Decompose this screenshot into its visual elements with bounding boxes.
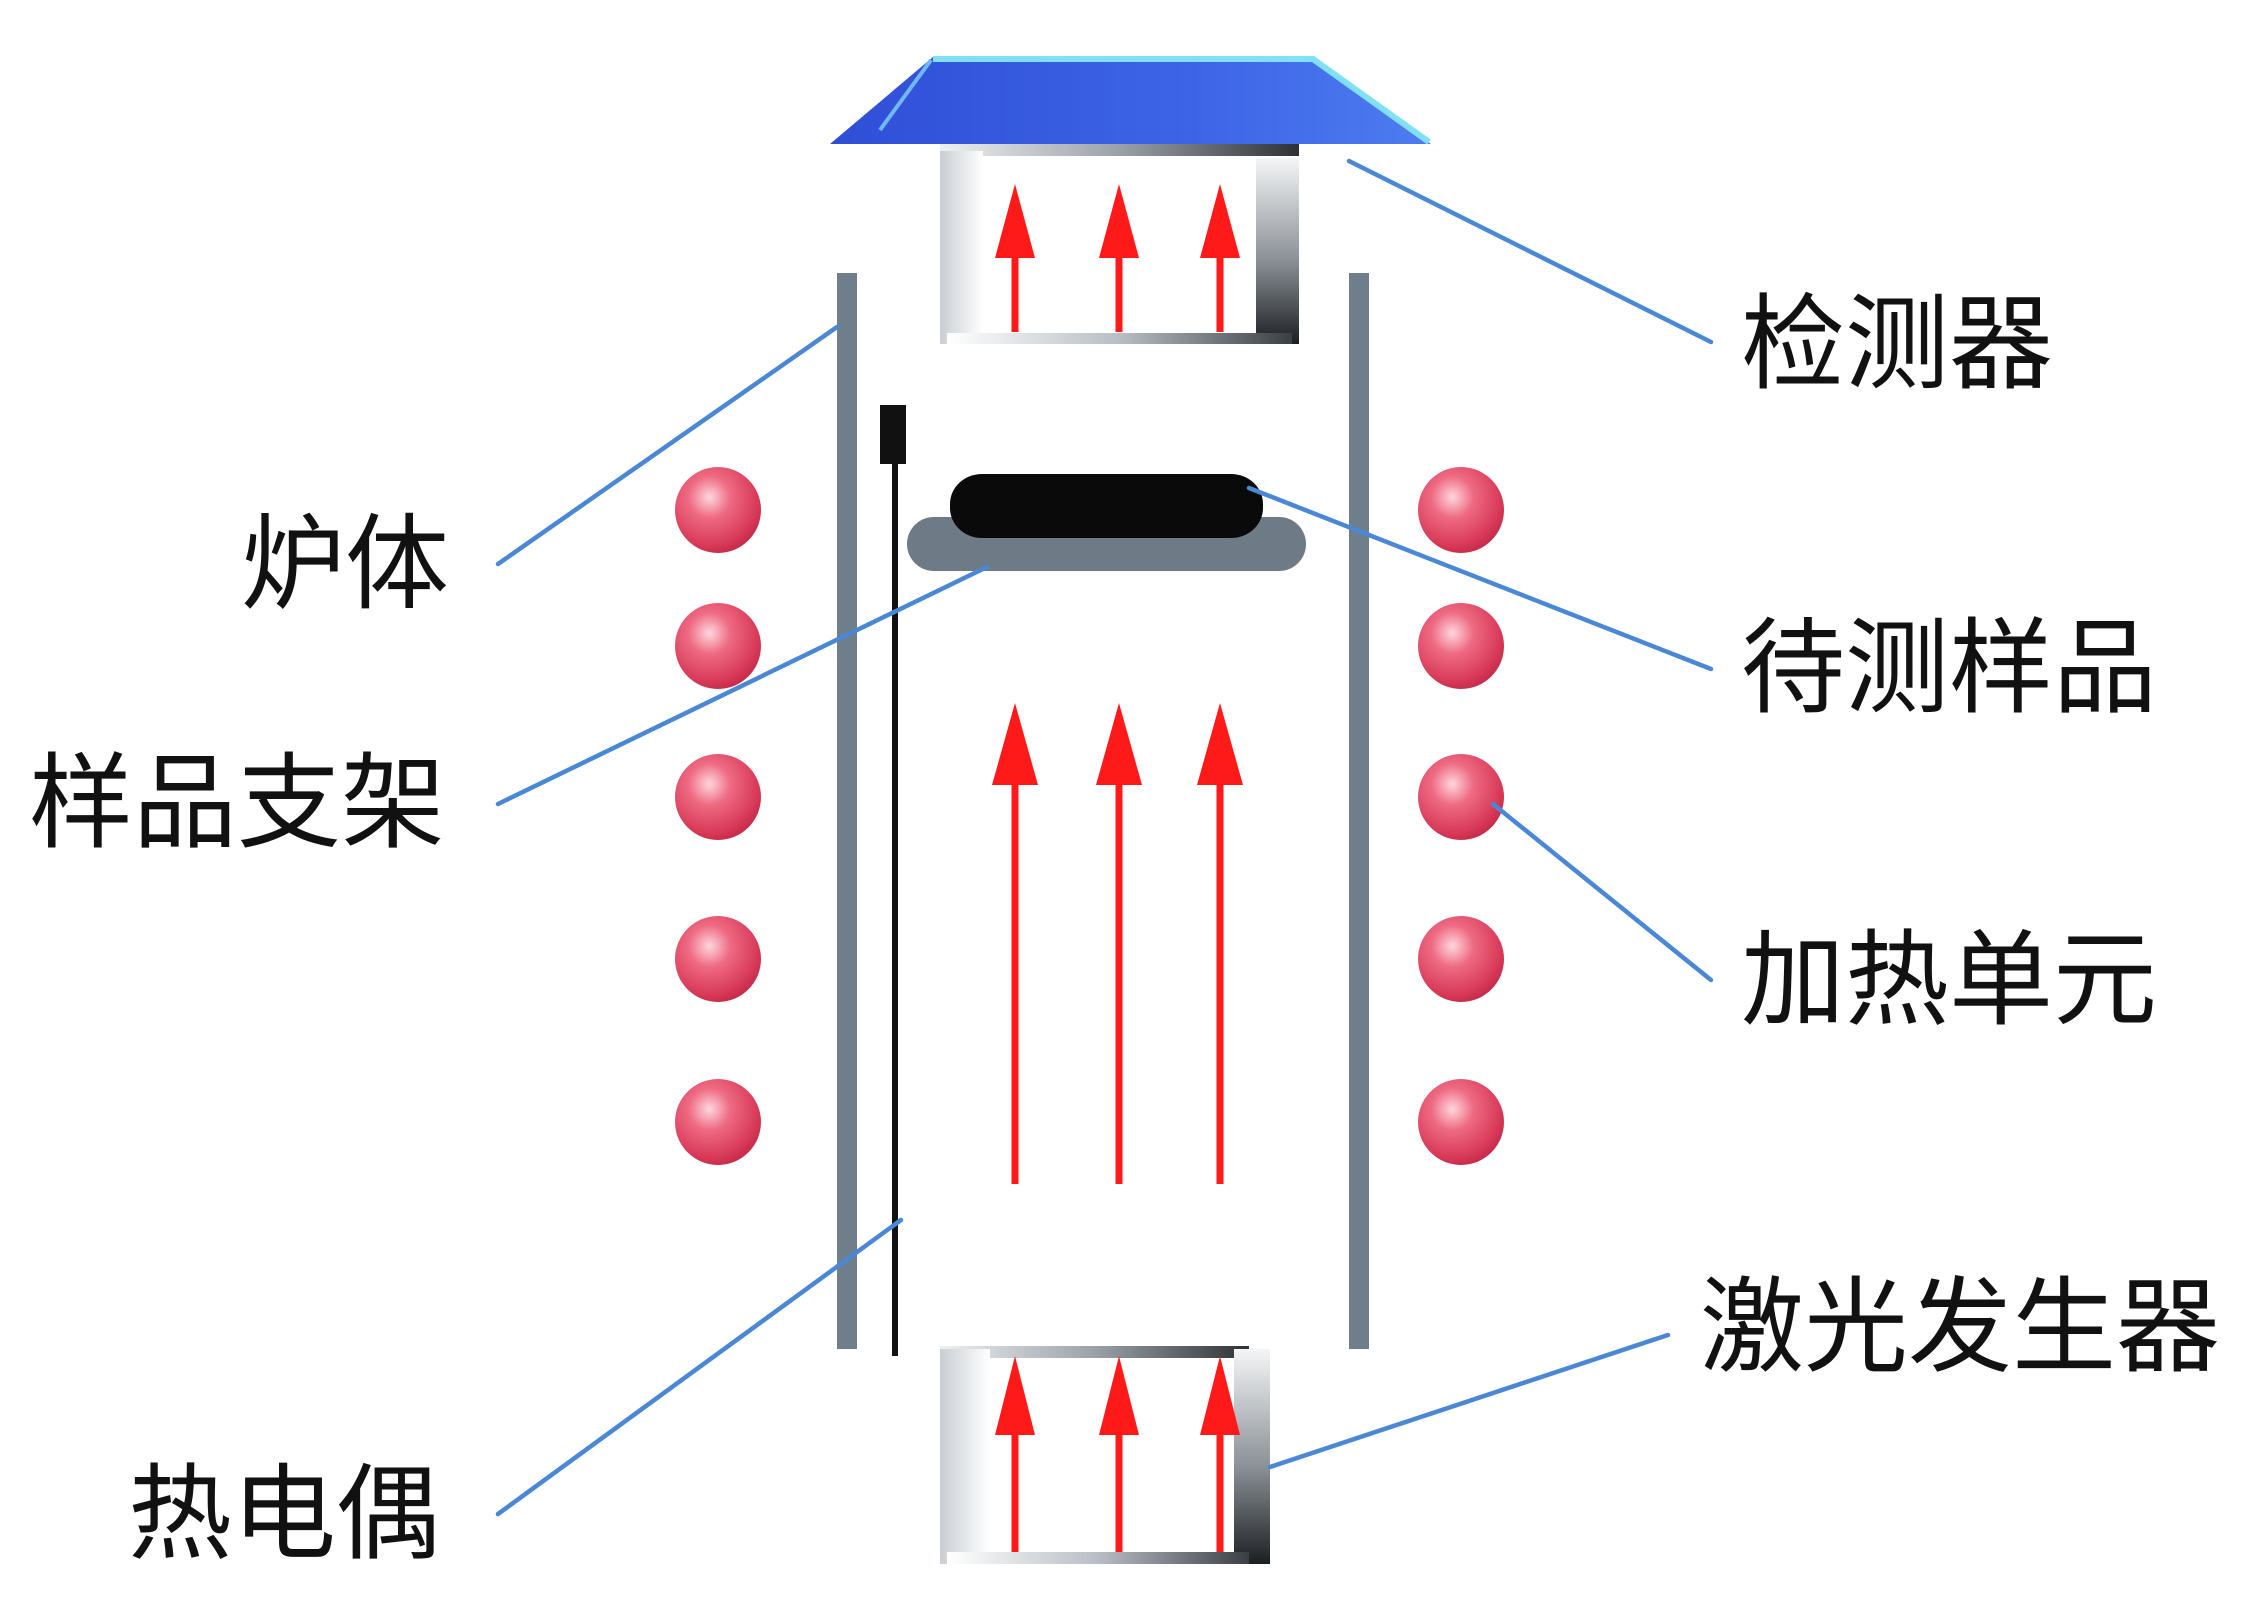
leader-heating-unit	[1490, 801, 1714, 983]
thermocouple-wire	[892, 460, 898, 1356]
heating-unit-left	[675, 467, 761, 1165]
heating-ball	[1418, 603, 1504, 689]
detector	[830, 56, 1431, 344]
heating-ball	[675, 603, 761, 689]
leader-furnace	[495, 324, 840, 567]
detector-plate	[830, 57, 1431, 144]
heating-ball	[1418, 754, 1504, 840]
label-thermocouple: 热电偶	[128, 1453, 440, 1575]
laser-arrow-2	[1099, 1356, 1139, 1552]
beam-arrow-3	[1197, 703, 1243, 1184]
leader-sample	[1246, 485, 1714, 672]
sample	[950, 474, 1263, 538]
heating-ball	[1418, 1079, 1504, 1165]
label-detector: 检测器	[1741, 283, 2053, 405]
detector-left-panel	[940, 151, 983, 344]
thermocouple	[880, 405, 906, 1356]
heating-ball	[675, 1079, 761, 1165]
heating-ball	[675, 754, 761, 840]
label-sample: 待测样品	[1741, 607, 2157, 729]
detector-bottom-bar	[947, 333, 1292, 344]
label-sample-holder: 样品支架	[29, 742, 445, 864]
detector-arrow-2	[1099, 184, 1139, 332]
detector-plate-highlight	[933, 56, 1431, 145]
thermocouple-tip	[880, 405, 906, 464]
laser-top-bar	[940, 1346, 1249, 1358]
leader-thermocouple	[495, 1217, 904, 1517]
laser-arrow-1	[995, 1356, 1035, 1552]
laser-left-panel	[940, 1349, 990, 1564]
leader-detector	[1346, 158, 1714, 345]
label-laser: 激光发生器	[1700, 1266, 2220, 1388]
leader-laser	[1267, 1332, 1671, 1470]
label-furnace: 炉体	[241, 503, 449, 625]
detector-top-bar	[940, 144, 1299, 156]
laser-arrow-3	[1200, 1356, 1240, 1552]
laser-right-panel	[1234, 1349, 1270, 1564]
furnace-wall-left	[837, 273, 857, 1349]
detector-plate-highlight-left	[878, 58, 933, 132]
label-heating-unit: 加热单元	[1741, 919, 2157, 1041]
heating-unit-right	[1418, 467, 1504, 1165]
detector-arrow-1	[995, 184, 1035, 332]
beam-arrow-1	[992, 703, 1038, 1184]
heating-ball	[675, 467, 761, 553]
laser-bottom-bar	[947, 1552, 1249, 1564]
detector-arrow-3	[1200, 184, 1240, 332]
beam-arrow-2	[1096, 703, 1142, 1184]
heating-ball	[1418, 916, 1504, 1002]
heating-ball	[675, 916, 761, 1002]
leader-sample-holder	[495, 564, 990, 807]
furnace-wall-right	[1349, 273, 1369, 1349]
heating-ball	[1418, 467, 1504, 553]
laser-generator	[940, 1346, 1270, 1564]
detector-right-panel	[1256, 158, 1299, 344]
